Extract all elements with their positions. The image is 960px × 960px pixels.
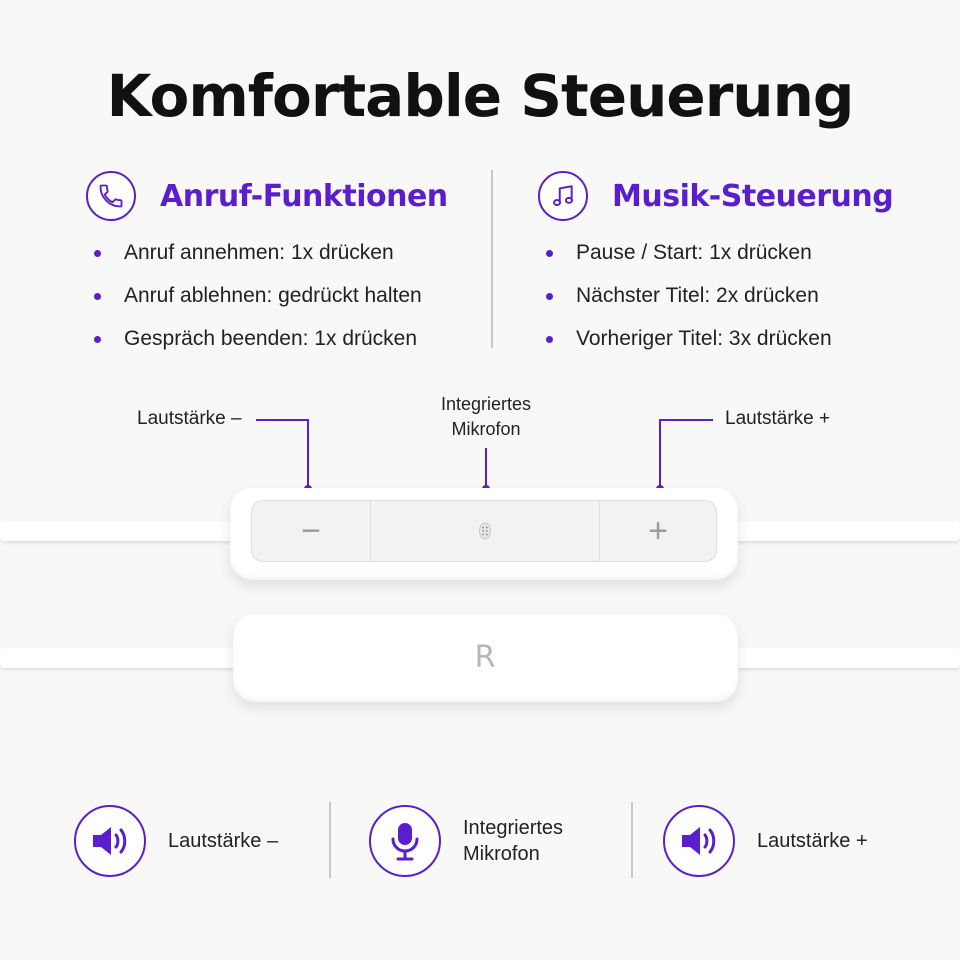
callout-volume-up: Lautstärke + [725,408,831,429]
bottom-label-volume-up: Lautstärke + [757,830,868,852]
bottom-label-volume-down: Lautstärke – [168,830,279,852]
callout-microphone: Integriertes Mikrofon [440,394,532,439]
brand-logo: R [474,640,496,675]
list-item: Anruf annehmen: 1x drücken [86,238,466,281]
music-control-list: Pause / Start: 1x drücken Nächster Titel… [538,238,918,367]
bottom-label-microphone: Integriertes Mikrofon [463,817,564,865]
cable-right-lower [720,648,960,668]
volume-up-button[interactable]: + [599,500,717,562]
microphone-segment [370,500,600,562]
bottom-divider-1 [329,802,331,878]
remote-control-back [233,614,738,702]
list-item: Vorheriger Titel: 3x drücken [538,324,918,367]
phone-icon [86,171,136,221]
speaker-icon [663,805,735,877]
list-item: Anruf ablehnen: gedrückt halten [86,281,466,324]
bottom-divider-2 [631,802,633,878]
list-item: Nächster Titel: 2x drücken [538,281,918,324]
page-title: Komfortable Steuerung [106,62,855,130]
cable-right-upper [720,521,960,541]
music-control-header: Musik-Steuerung [538,168,918,224]
bottom-microphone: Integriertes Mikrofon [369,800,563,882]
list-item: Pause / Start: 1x drücken [538,238,918,281]
call-functions-header: Anruf-Funktionen [86,168,466,224]
microphone-hole-icon [479,522,491,540]
column-divider [491,170,493,348]
volume-down-button[interactable]: − [251,500,371,562]
music-control-section: Musik-Steuerung Pause / Start: 1x drücke… [538,168,918,367]
plus-symbol: + [648,511,668,550]
callout-volume-down: Lautstärke – [137,408,242,429]
music-control-title: Musik-Steuerung [612,178,894,214]
cable-left-lower [0,648,240,668]
speaker-icon [74,805,146,877]
call-functions-section: Anruf-Funktionen Anruf annehmen: 1x drüc… [86,168,466,367]
music-note-icon [538,171,588,221]
microphone-icon [369,805,441,877]
call-functions-list: Anruf annehmen: 1x drücken Anruf ablehne… [86,238,466,367]
cable-left-upper [0,521,240,541]
minus-symbol: − [301,511,321,550]
call-functions-title: Anruf-Funktionen [160,178,448,214]
list-item: Gespräch beenden: 1x drücken [86,324,466,367]
bottom-volume-down: Lautstärke – [74,800,278,882]
bottom-volume-up: Lautstärke + [663,800,868,882]
